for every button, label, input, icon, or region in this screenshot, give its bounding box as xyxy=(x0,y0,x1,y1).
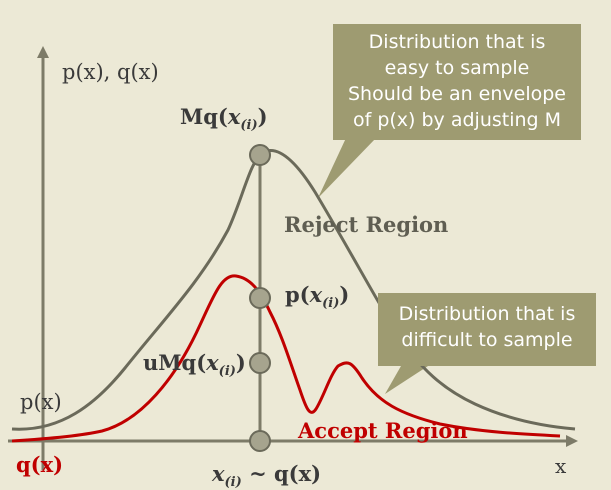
mq-point xyxy=(249,144,271,166)
envelope-callout-line-1: Distribution that is xyxy=(368,31,546,53)
reject-region-label: Reject Region xyxy=(284,212,449,237)
sample-label: x(i) ~ q(x) xyxy=(212,463,321,489)
envelope-curve xyxy=(11,148,576,431)
envelope-callout: Distribution that is easy to sample Shou… xyxy=(333,24,581,140)
target-callout-line-2: difficult to sample xyxy=(401,329,573,351)
sample-label-text: x(i) ~ q(x) xyxy=(212,461,322,490)
x-axis-label: x xyxy=(555,454,567,478)
y-axis-label: p(x), q(x) xyxy=(62,60,159,84)
umq-point xyxy=(249,352,271,374)
mq-label: Mq(x(i)) xyxy=(180,106,268,132)
envelope-callout-pointer xyxy=(318,138,376,198)
p-point xyxy=(249,287,271,309)
target-curve xyxy=(11,274,561,443)
envelope-callout-line-4: of p(x) by adjusting M xyxy=(352,109,562,131)
p-point-label-text: p(x(i)) xyxy=(285,282,350,312)
umq-label-text: uMq(x(i)) xyxy=(143,350,246,380)
target-callout-line-1: Distribution that is xyxy=(398,303,576,325)
mq-label-text: Mq(x(i)) xyxy=(180,104,268,134)
target-callout: Distribution that is difficult to sample xyxy=(378,293,596,366)
umq-label: uMq(x(i)) xyxy=(143,352,246,378)
envelope-callout-line-3: Should be an envelope xyxy=(348,83,566,105)
q-curve-label: q(x) xyxy=(16,452,64,477)
p-point-label: p(x(i)) xyxy=(285,284,349,310)
p-curve-label: p(x) xyxy=(20,390,62,414)
target-callout-pointer xyxy=(385,366,428,394)
accept-region-label: Accept Region xyxy=(298,418,468,443)
envelope-callout-line-2: easy to sample xyxy=(384,57,530,79)
sample-point xyxy=(249,430,271,452)
